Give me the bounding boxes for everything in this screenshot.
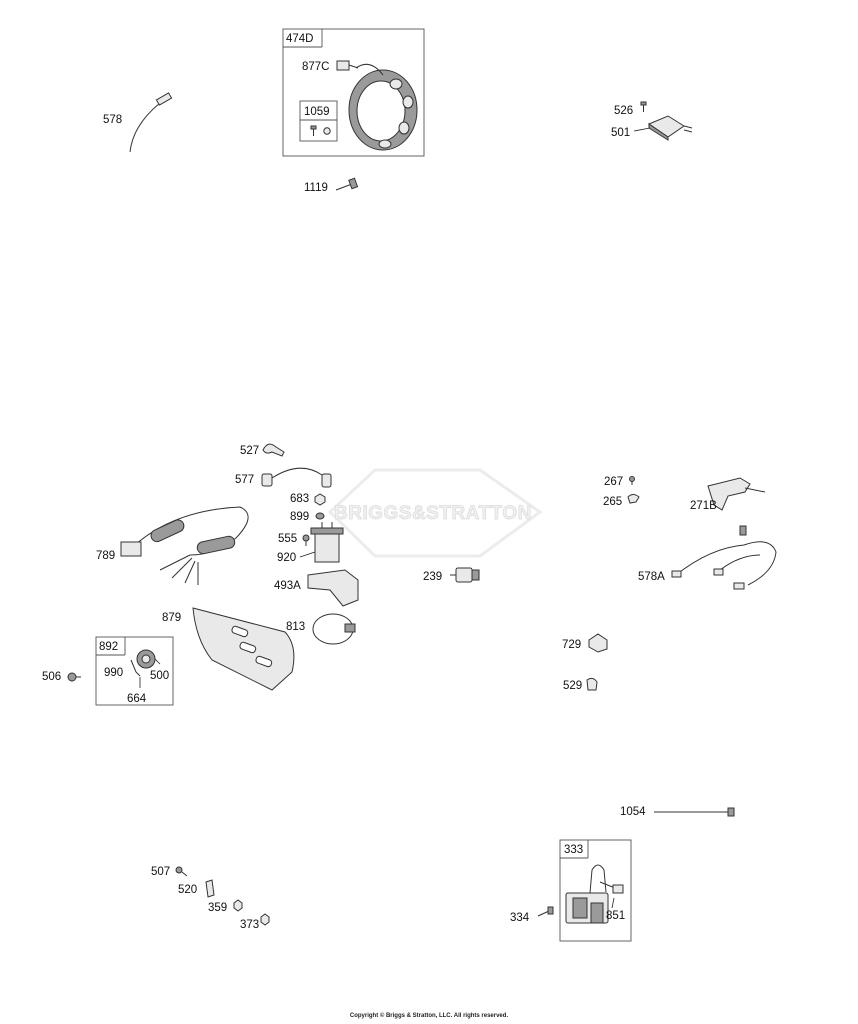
part-526-screw[interactable] [640, 101, 647, 112]
part-877C-connector[interactable] [336, 60, 359, 71]
part-789-harness[interactable] [120, 506, 249, 585]
label-334: 334 [510, 912, 530, 924]
briggs-stratton-watermark: BRIGGS&STRATTON [327, 468, 543, 558]
label-493A: 493A [274, 580, 301, 592]
label-501: 501 [611, 127, 630, 139]
part-879-heat-shield[interactable] [192, 607, 295, 691]
part-527-clamp[interactable] [262, 443, 285, 457]
part-474D-stator[interactable] [348, 63, 418, 151]
box-1059 [299, 100, 338, 142]
part-493A-bracket[interactable] [307, 569, 359, 607]
box-label-474D: 474D [286, 33, 314, 45]
part-813-hose-clamp[interactable] [312, 613, 356, 645]
part-373-nut[interactable] [260, 913, 270, 926]
part-334-screw[interactable] [537, 906, 554, 917]
part-555-screw[interactable] [302, 534, 310, 546]
part-507-screw[interactable] [175, 866, 188, 877]
label-526: 526 [614, 105, 633, 117]
part-578A-harness[interactable] [671, 525, 777, 590]
label-813: 813 [286, 621, 305, 633]
label-899: 899 [290, 511, 309, 523]
label-527: 527 [240, 445, 259, 457]
label-789: 789 [96, 550, 115, 562]
label-529: 529 [563, 680, 582, 692]
watermark-text: BRIGGS&STRATTON [334, 503, 532, 524]
part-506-fastener[interactable] [67, 672, 81, 682]
label-729: 729 [562, 639, 581, 651]
label-1054: 1054 [620, 806, 646, 818]
part-1054-cable-tie[interactable] [654, 807, 735, 817]
label-267: 267 [604, 476, 623, 488]
label-520: 520 [178, 884, 197, 896]
label-555: 555 [278, 533, 297, 545]
label-506: 506 [42, 671, 61, 683]
label-373: 373 [240, 919, 259, 931]
part-729-connector[interactable] [588, 633, 608, 653]
box-label-1059: 1059 [304, 106, 330, 118]
part-577-cable[interactable] [261, 467, 332, 488]
label-683: 683 [290, 493, 309, 505]
part-920-solenoid[interactable] [299, 522, 344, 563]
part-529-grommet[interactable] [586, 677, 598, 691]
label-271B: 271B [690, 500, 717, 512]
part-1119-bolt[interactable] [335, 177, 359, 191]
copyright-notice: Copyright © Briggs & Stratton, LLC. All … [349, 1013, 509, 1019]
label-239: 239 [423, 571, 442, 583]
label-920: 920 [277, 552, 296, 564]
box-892 [95, 636, 174, 706]
part-271B-bracket[interactable] [707, 477, 766, 511]
label-359: 359 [208, 902, 227, 914]
box-333 [559, 839, 632, 942]
part-265-clip[interactable] [627, 494, 640, 504]
part-267-screw[interactable] [629, 476, 635, 486]
label-577: 577 [235, 474, 254, 486]
label-664: 664 [127, 693, 147, 705]
label-990: 990 [104, 667, 123, 679]
label-578: 578 [103, 114, 122, 126]
label-877C: 877C [302, 61, 330, 73]
label-879: 879 [162, 612, 181, 624]
part-333-ignition-coil[interactable] [565, 864, 616, 924]
part-899-washer[interactable] [315, 512, 325, 520]
part-851-spark-plug-wire[interactable] [611, 884, 624, 909]
part-1059-screw-nut[interactable] [310, 125, 331, 136]
part-239-sensor[interactable] [450, 567, 480, 583]
label-851: 851 [606, 910, 625, 922]
part-520-bracket[interactable] [205, 879, 215, 898]
box-label-333: 333 [564, 844, 583, 856]
label-507: 507 [151, 866, 170, 878]
label-1119: 1119 [304, 182, 328, 194]
label-578A: 578A [638, 571, 665, 583]
box-474D [282, 28, 425, 157]
part-664-key[interactable] [130, 659, 141, 688]
box-label-892: 892 [99, 641, 118, 653]
part-500-ignition-switch[interactable] [136, 649, 161, 669]
label-500: 500 [150, 670, 169, 682]
part-501-regulator[interactable] [633, 115, 693, 141]
part-683-nut[interactable] [314, 493, 326, 506]
part-578-wire[interactable] [129, 92, 173, 153]
label-265: 265 [603, 496, 622, 508]
part-359-nut[interactable] [233, 899, 243, 912]
